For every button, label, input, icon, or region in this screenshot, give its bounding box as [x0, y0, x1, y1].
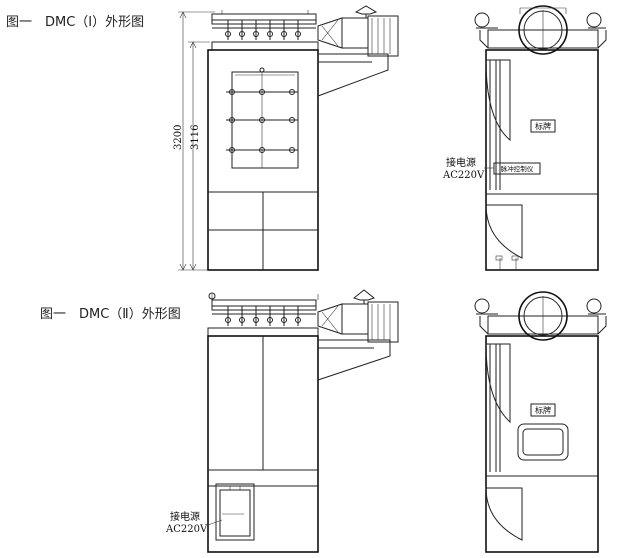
- fig2-header-assembly: [207, 292, 319, 337]
- dim-3200-label: 3200: [173, 125, 184, 150]
- fig2-nameplate-label: 标牌: [535, 405, 551, 415]
- fig1-power-label: 接电源: [446, 156, 476, 169]
- fig2-side-view: 标牌: [474, 291, 607, 553]
- fig1-voltage-label: AC220V: [442, 170, 485, 181]
- pulse-controller-box: [493, 162, 541, 175]
- fig1-header-assembly: [211, 10, 319, 51]
- fig2-voltage-label: AC220V: [165, 524, 208, 535]
- figure-1-caption: 图一 DMC（Ⅰ）外形图: [6, 15, 144, 30]
- fig1-access-door: [226, 67, 299, 169]
- fig2-valve-row: [225, 306, 301, 326]
- pulse-controller-label: 脉冲控制仪: [501, 164, 534, 173]
- fig2-fan-motor: [317, 289, 399, 381]
- fig1-side-top-assembly: [474, 5, 607, 55]
- fig1-side-body-outline: [485, 49, 599, 271]
- fig1-nameplate-label: 标牌: [535, 121, 551, 131]
- fig2-side-top-assembly: [474, 291, 607, 341]
- fig1-front-view: 3200 3116: [173, 5, 399, 271]
- fig1-side-view: 标牌 脉冲控制仪 接电源 AC220V: [442, 5, 607, 271]
- fig1-nameplate: [530, 119, 556, 133]
- fig2-control-box: [215, 483, 255, 541]
- fig2-power-label: 接电源: [170, 510, 200, 523]
- figure-2-caption: 图一 DMC（Ⅱ）外形图: [40, 307, 181, 322]
- fig1-dimension-lines: [178, 11, 215, 271]
- fig1-valve-row: [225, 20, 301, 40]
- dim-3116-label: 3116: [190, 125, 201, 150]
- fig2-nameplate: [530, 403, 556, 417]
- fig2-inspection-window: [517, 423, 569, 461]
- fig2-side-body-outline: [485, 335, 599, 553]
- fig2-front-view: 接电源 AC220V: [165, 289, 399, 553]
- fig1-fan-motor: [317, 5, 399, 97]
